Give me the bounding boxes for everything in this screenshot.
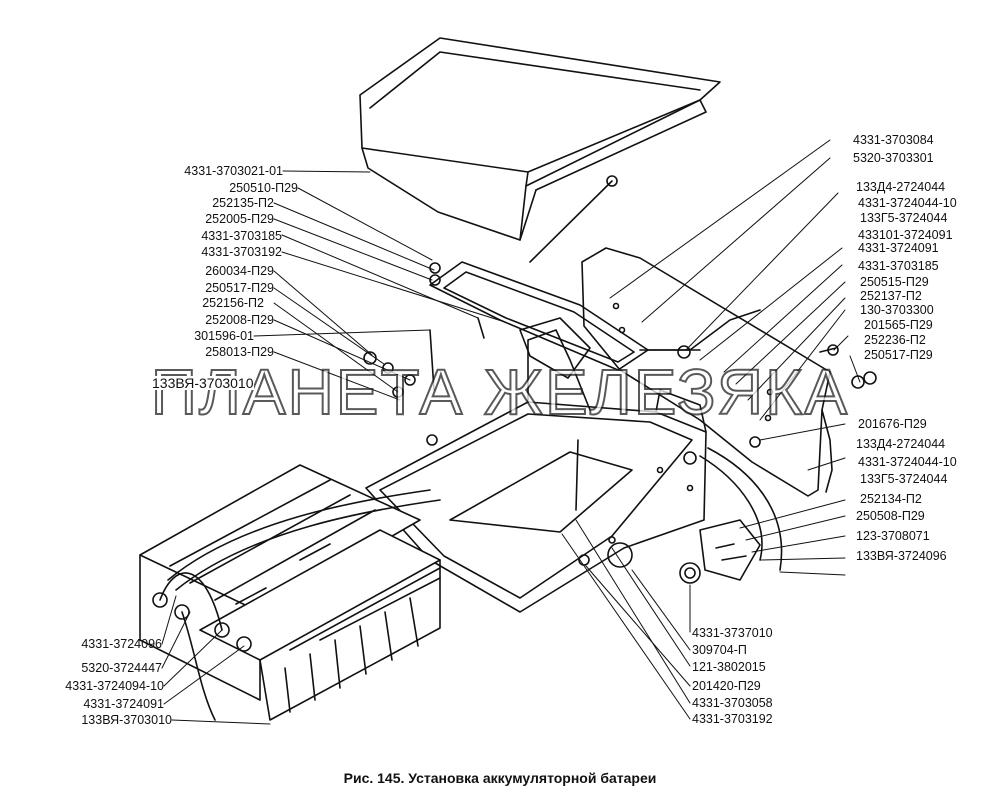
part-label: 133ВЯ-3724096 bbox=[856, 549, 947, 563]
battery-tray bbox=[365, 329, 707, 613]
battery-cables bbox=[167, 309, 783, 591]
rear-bracket bbox=[581, 247, 833, 497]
part-label: 252008-П29 bbox=[205, 313, 274, 327]
part-label: 4331-3724096 bbox=[81, 637, 162, 651]
part-label: 201420-П29 bbox=[692, 679, 761, 693]
watermark-text: ПЛАНЕТА ЖЕЛЕЗЯКА bbox=[150, 355, 850, 429]
part-label: 133Г5-3724044 bbox=[860, 472, 948, 486]
leader-lines bbox=[161, 139, 861, 725]
part-label: 4331-3703185 bbox=[201, 229, 282, 243]
part-label: 252236-П2 bbox=[864, 333, 926, 347]
part-label: 4331-3703192 bbox=[692, 712, 773, 726]
part-label: 309704-П bbox=[692, 643, 747, 657]
part-label: 201676-П29 bbox=[858, 417, 927, 431]
part-label: 252005-П29 bbox=[205, 212, 274, 226]
part-label: 252137-П2 bbox=[860, 289, 922, 303]
part-label: 5320-3703301 bbox=[853, 151, 934, 165]
part-label: 130-3703300 bbox=[860, 303, 934, 317]
part-label: 133Д4-2724044 bbox=[856, 180, 946, 194]
part-label: 258013-П29 bbox=[205, 345, 274, 359]
part-label: 5320-3724447 bbox=[81, 661, 162, 675]
part-label: 133Д4-2724044 bbox=[856, 437, 946, 451]
part-label: 252156-П2 bbox=[202, 296, 264, 310]
part-label: 4331-3703192 bbox=[201, 245, 282, 259]
figure-caption: Рис. 145. Установка аккумуляторной батар… bbox=[343, 770, 657, 786]
battery-cover bbox=[359, 37, 721, 263]
part-label: 433101-3724091 bbox=[858, 228, 953, 242]
part-label: 133ВЯ-3703010 bbox=[81, 713, 172, 727]
part-label: 4331-3724044-10 bbox=[858, 455, 957, 469]
part-label: 4331-3703021-01 bbox=[184, 164, 283, 178]
part-label: 4331-3737010 bbox=[692, 626, 773, 640]
part-label: 123-3708071 bbox=[856, 529, 930, 543]
part-label: 4331-3703185 bbox=[858, 259, 939, 273]
part-label: 250517-П29 bbox=[864, 348, 933, 362]
part-label: 301596-01 bbox=[194, 329, 254, 343]
part-label: 133Г5-3724044 bbox=[860, 211, 948, 225]
part-label: 250517-П29 bbox=[205, 281, 274, 295]
part-label: 201565-П29 bbox=[864, 318, 933, 332]
part-label: 260034-П29 bbox=[205, 264, 274, 278]
part-label-housing: 133ВЯ-3703010 bbox=[152, 375, 254, 391]
part-label: 4331-3703084 bbox=[853, 133, 934, 147]
part-label: 4331-3703058 bbox=[692, 696, 773, 710]
part-label: 121-3802015 bbox=[692, 660, 766, 674]
part-label: 4331-3724091 bbox=[858, 241, 939, 255]
part-label: 252135-П2 bbox=[212, 196, 274, 210]
part-label: 4331-3724094-10 bbox=[65, 679, 164, 693]
part-label: 252134-П2 bbox=[860, 492, 922, 506]
mass-switch bbox=[607, 519, 761, 584]
part-label: 250508-П29 bbox=[856, 509, 925, 523]
part-label: 4331-3724044-10 bbox=[858, 196, 957, 210]
part-label: 250515-П29 bbox=[860, 275, 929, 289]
part-label: 4331-3724091 bbox=[83, 697, 164, 711]
part-label: 250510-П29 bbox=[229, 181, 298, 195]
